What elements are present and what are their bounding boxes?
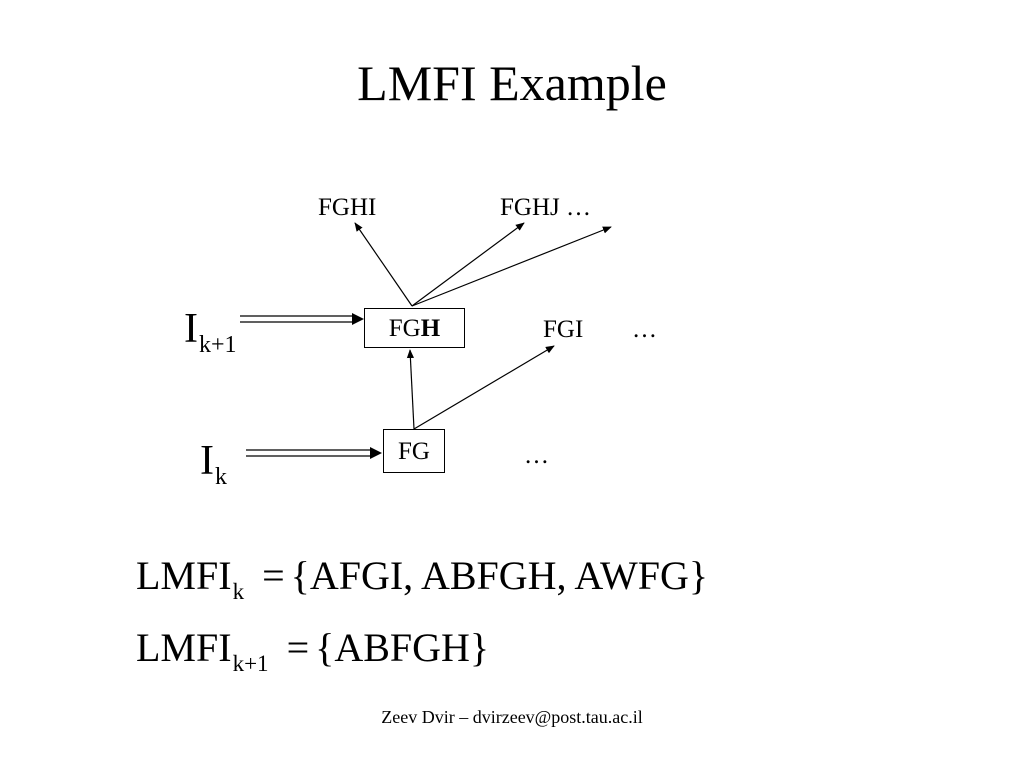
level-k-double-arrow — [246, 447, 382, 459]
bottom-ellipsis: … — [524, 442, 549, 469]
arrow-fgh-to-fghi — [354, 222, 413, 307]
equation-subscript: k — [232, 579, 245, 604]
level-subscript: k+1 — [199, 332, 237, 358]
equation-lmfi-k: LMFIk ={AFGI, ABFGH, AWFG} — [136, 553, 709, 604]
node-fgh-prefix: FG — [388, 314, 421, 342]
level-k1-double-arrow — [240, 313, 364, 325]
equation-subscript: k+1 — [232, 651, 269, 676]
level-k-plus-1-label: Ik+1 — [184, 306, 237, 357]
level-base: I — [184, 306, 198, 352]
node-fgi: FGI — [543, 316, 584, 343]
arrow-fg-to-fgh — [406, 349, 415, 430]
node-fgh-bold-letter: H — [420, 314, 441, 342]
slide-footer: Zeev Dvir – dvirzeev@post.tau.ac.il — [381, 707, 643, 727]
equation-equals: = — [286, 625, 310, 670]
equation-lhs: LMFI — [136, 625, 232, 670]
node-fghj: FGHJ … — [500, 194, 591, 221]
level-subscript: k — [215, 464, 227, 490]
middle-ellipsis: … — [632, 316, 657, 343]
equation-rhs: {AFGI, ABFGH, AWFG} — [290, 553, 709, 598]
node-fghi: FGHI — [318, 194, 377, 221]
arrow-fgh-to-next — [411, 226, 612, 307]
slide-title: LMFI Example — [357, 55, 667, 111]
equation-rhs: {ABFGH} — [315, 625, 490, 670]
equation-lhs: LMFI — [136, 553, 232, 598]
node-fg-box: FG — [383, 429, 445, 473]
arrow-fg-to-fgi — [413, 345, 555, 430]
level-base: I — [200, 438, 214, 484]
arrow-fgh-to-fghj — [411, 222, 525, 307]
equation-lmfi-k-plus-1: LMFIk+1 ={ABFGH} — [136, 625, 490, 676]
equation-equals: = — [262, 553, 285, 598]
level-k-label: Ik — [200, 438, 227, 489]
